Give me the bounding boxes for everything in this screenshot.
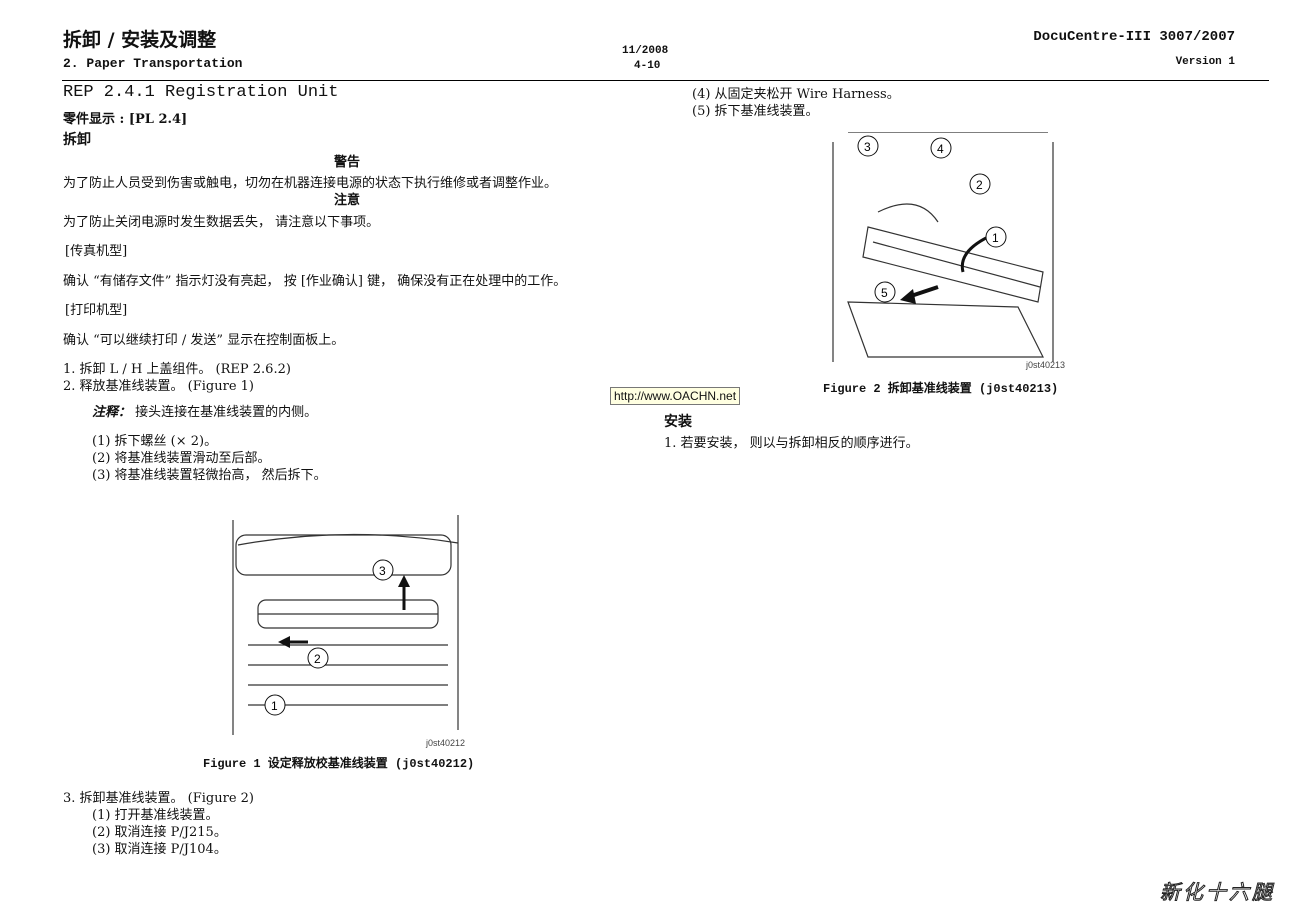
header-version: Version 1 [1175,56,1235,68]
print-model-label: [打印机型] [65,303,128,318]
figure-1-caption: Figure 1 设定释放校基准线装置 (j0st40212) [203,757,475,771]
install-step-1: 1. 若要安装， 则以与拆卸相反的顺序进行。 [664,436,919,451]
parts-display: 零件显示 : [PL 2.4] [63,112,188,127]
figure-1-callout-1: 1 [271,699,278,713]
figure-2-code: j0st40213 [1025,360,1065,370]
note-label: 注释： [92,405,132,420]
figure-2-callout-1: 1 [992,231,999,245]
substep-3-1: (1) 打开基准线装置。 [92,808,219,823]
caution-title: 注意 [334,193,361,208]
substep-3-4: (4) 从固定夹松开 Wire Harness。 [692,87,900,102]
figure-1-code: j0st40212 [425,738,465,748]
header-section: 2. Paper Transportation [63,56,243,71]
note-text: 接头连接在基准线装置的内侧。 [135,405,318,420]
substep-2-1: (1) 拆下螺丝 (× 2)。 [92,434,218,449]
fax-text: 确认 “有储存文件” 指示灯没有亮起， 按 [作业确认] 键， 确保没有正在处理… [63,274,567,289]
figure-2-callout-4: 4 [937,142,944,156]
substep-3-2: (2) 取消连接 P/J215。 [92,825,227,840]
header-date: 11/2008 [622,45,669,57]
watermark-logo: 新化十六腿 [1160,880,1275,905]
figure-1-callout-3: 3 [379,564,386,578]
header-divider [62,80,1269,81]
figure-2-caption: Figure 2 拆卸基准线装置 (j0st40213) [823,382,1059,396]
warning-title: 警告 [334,155,361,170]
fax-model-label: [传真机型] [65,244,128,259]
figure-1-illustration: 3 2 1 j0st40212 [232,515,465,748]
warning-text: 为了防止人员受到伤害或触电，切勿在机器连接电源的状态下执行维修或者调整作业。 [63,176,558,191]
step-2: 2. 释放基准线装置。 (Figure 1) [63,379,254,394]
figure-2-callout-3: 3 [864,140,871,154]
removal-heading: 拆卸 [63,132,91,148]
print-text: 确认 “可以继续打印 / 发送” 显示在控制面板上。 [63,333,345,348]
figure-1-callout-2: 2 [314,652,321,666]
caution-text: 为了防止关闭电源时发生数据丢失， 请注意以下事项。 [63,215,380,230]
figure-2-callout-5: 5 [881,286,888,300]
substep-2-2: (2) 将基准线装置滑动至后部。 [92,451,271,466]
header-title: 拆卸 / 安装及调整 [63,29,217,51]
figure-2-illustration: 3 4 2 1 5 j0st40213 [832,132,1065,370]
figure-2-callout-2: 2 [976,178,983,192]
header-page: 4-10 [634,60,661,72]
step-1: 1. 拆卸 L / H 上盖组件。 (REP 2.6.2) [63,362,291,377]
substep-3-5: (5) 拆下基准线装置。 [692,104,819,119]
header-product: DocuCentre-III 3007/2007 [1033,29,1235,45]
step-3: 3. 拆卸基准线装置。 (Figure 2) [63,791,254,806]
substep-3-3: (3) 取消连接 P/J104。 [92,842,227,857]
install-heading: 安装 [664,414,692,430]
rep-title: REP 2.4.1 Registration Unit [63,83,339,102]
substep-2-3: (3) 将基准线装置轻微抬高， 然后拆下。 [92,468,327,483]
url-tooltip: http://www.OACHN.net [610,387,741,405]
